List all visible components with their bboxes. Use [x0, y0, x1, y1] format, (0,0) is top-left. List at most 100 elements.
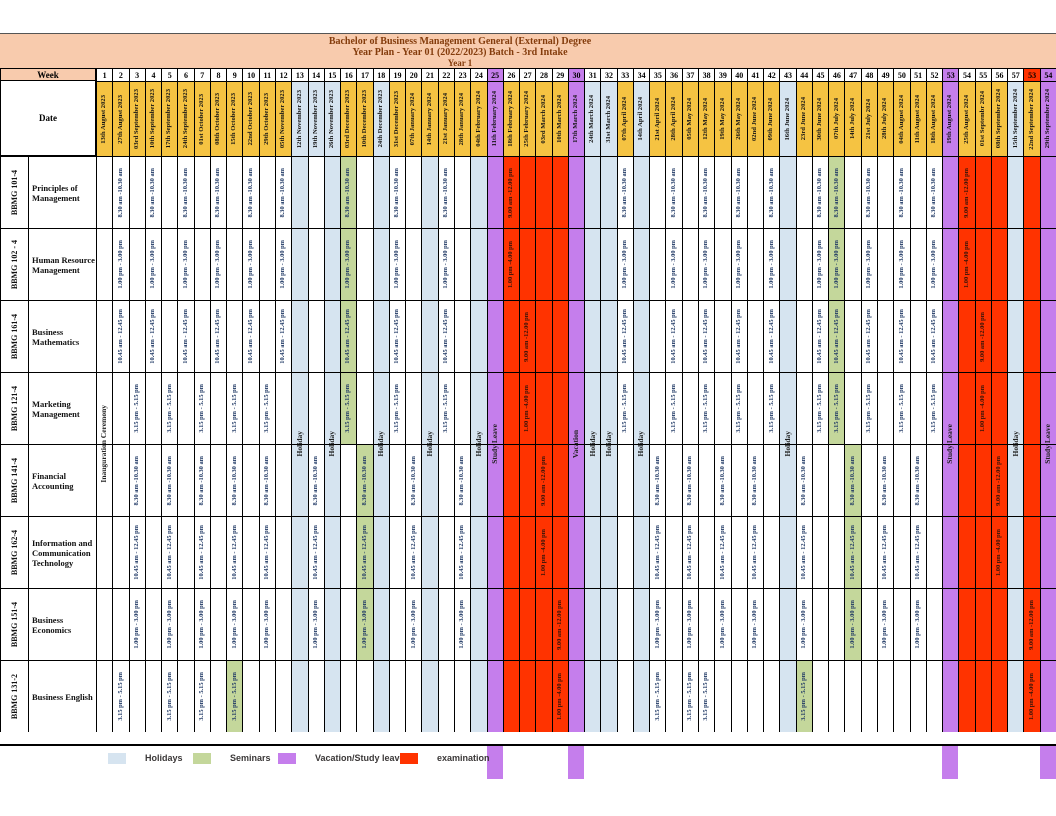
schedule-cell	[746, 660, 764, 732]
date-cell: 31st March 2024	[600, 81, 617, 156]
legend-label: Seminars	[230, 753, 271, 763]
schedule-cell: 10.45 am - 12.45 pm	[193, 516, 210, 588]
session-time: 1.00 pm - 3.00 pm	[360, 600, 368, 649]
schedule-cell	[730, 588, 747, 660]
date-cell: 13th August 2023	[96, 81, 113, 156]
schedule-cell: 1.00 pm - 3.00 pm	[128, 588, 145, 660]
session-time: 1.00 pm - 3.00 pm	[621, 240, 629, 289]
date-text: 26th November 2023	[328, 89, 336, 149]
date-cell: 03rd March 2024	[535, 81, 552, 156]
schedule-cell	[470, 444, 487, 516]
session-time: 8.30 am -10.30 am	[621, 167, 629, 218]
schedule-cell	[925, 516, 943, 588]
date-cell: 17th March 2024	[567, 81, 585, 156]
schedule-cell: 1.00 pm - 3.00 pm	[356, 588, 373, 660]
session-time: 1.00 pm -4.00 pm	[1027, 672, 1035, 721]
schedule-cell: 10.45 am - 12.45 pm	[730, 300, 747, 372]
schedule-cell	[909, 372, 926, 444]
date-text: 03rd December 2023	[344, 89, 352, 149]
date-cell: 21st July 2024	[860, 81, 877, 156]
session-time: 1.00 pm - 3.00 pm	[393, 240, 401, 289]
schedule-cell	[584, 588, 601, 660]
session-time: 8.30 am -10.30 am	[913, 455, 921, 506]
schedule-cell	[421, 444, 438, 516]
schedule-cell: 8.30 am -10.30 am	[746, 444, 764, 516]
schedule-cell: 1.00 pm -4.00 pm	[502, 228, 520, 300]
session-time: 8.30 am -10.30 am	[214, 167, 222, 218]
date-text: 09th June 2024	[767, 97, 775, 141]
schedule-cell	[1007, 156, 1024, 228]
course-name: Information and Communication Technology	[32, 537, 93, 568]
date-text: 07th April 2024	[621, 97, 628, 141]
schedule-cell	[242, 660, 259, 732]
schedule-cell	[665, 660, 682, 732]
schedule-cell: 8.30 am -10.30 am	[811, 156, 829, 228]
schedule-cell	[372, 228, 389, 300]
schedule-cell: 10.45 am - 12.45 pm	[763, 300, 780, 372]
schedule-cell: 3.15 pm - 5.15 pm	[649, 660, 666, 732]
schedule-cell	[242, 516, 259, 588]
schedule-cell	[388, 516, 406, 588]
session-time: 8.30 am -10.30 am	[198, 455, 206, 506]
schedule-cell: 8.30 am -10.30 am	[763, 156, 780, 228]
session-time: 1.00 pm - 3.00 pm	[913, 600, 921, 649]
schedule-cell	[974, 588, 991, 660]
date-cell: 24th December 2023	[372, 81, 389, 156]
schedule-cell	[177, 516, 194, 588]
schedule-cell: 8.30 am -10.30 am	[649, 444, 666, 516]
schedule-cell	[567, 228, 585, 300]
schedule-cell: 1.00 pm - 3.00 pm	[209, 228, 227, 300]
schedule-cell	[551, 444, 568, 516]
date-text: 11th August 2024	[913, 94, 921, 144]
schedule-cell	[584, 516, 601, 588]
course-name: Human Resource Management	[32, 254, 95, 275]
schedule-cell	[600, 516, 617, 588]
schedule-cell	[1007, 516, 1024, 588]
schedule-cell	[779, 156, 796, 228]
schedule-cell: 1.00 pm -4.00 pm	[974, 372, 991, 444]
schedule-cell	[681, 372, 699, 444]
session-time: 8.30 am -10.30 am	[848, 455, 856, 506]
session-time: 10.45 am - 12.45 pm	[263, 525, 271, 580]
schedule-cell	[291, 516, 308, 588]
schedule-cell	[974, 660, 991, 732]
session-time: 8.30 am -10.30 am	[442, 167, 450, 218]
schedule-cell	[1023, 516, 1040, 588]
study-leave-extension	[942, 744, 959, 779]
date-text: 25th February 2024	[523, 91, 531, 147]
schedule-cell	[96, 228, 113, 300]
schedule-cell	[551, 228, 568, 300]
schedule-cell: 10.45 am - 12.45 pm	[437, 300, 454, 372]
date-cell: 11th August 2024	[909, 81, 926, 156]
schedule-cell: 10.45 am - 12.45 pm	[112, 300, 129, 372]
schedule-cell	[551, 516, 568, 588]
legend-label: examination	[437, 753, 490, 763]
week-number-cell: 40	[730, 68, 747, 81]
date-cell: 05th November 2023	[274, 81, 292, 156]
date-text: 21st April 2024	[653, 97, 661, 141]
week-number-cell: 5	[161, 68, 178, 81]
schedule-cell	[405, 372, 422, 444]
schedule-cell	[177, 372, 194, 444]
date-text: 12th May 2024	[702, 98, 710, 140]
schedule-cell: 8.30 am -10.30 am	[893, 156, 910, 228]
schedule-cell	[128, 660, 145, 732]
session-time: 10.45 am - 12.45 pm	[865, 309, 873, 364]
schedule-cell	[323, 300, 341, 372]
date-text: 07th January 2024	[409, 92, 417, 146]
schedule-cell: 10.45 am - 12.45 pm	[925, 300, 943, 372]
schedule-cell	[730, 516, 747, 588]
schedule-cell	[112, 588, 129, 660]
session-time: 9.00 am -12.00 pm	[507, 167, 515, 218]
schedule-cell: 10.45 am - 12.45 pm	[616, 300, 633, 372]
schedule-cell	[209, 444, 227, 516]
session-time: 1.00 pm - 3.00 pm	[686, 600, 694, 649]
course-code: BBMG 102 - 4	[9, 239, 19, 290]
schedule-cell	[519, 588, 536, 660]
schedule-cell	[649, 228, 666, 300]
course-code-cell: BBMG 161-4	[0, 300, 28, 372]
schedule-cell	[291, 660, 308, 732]
